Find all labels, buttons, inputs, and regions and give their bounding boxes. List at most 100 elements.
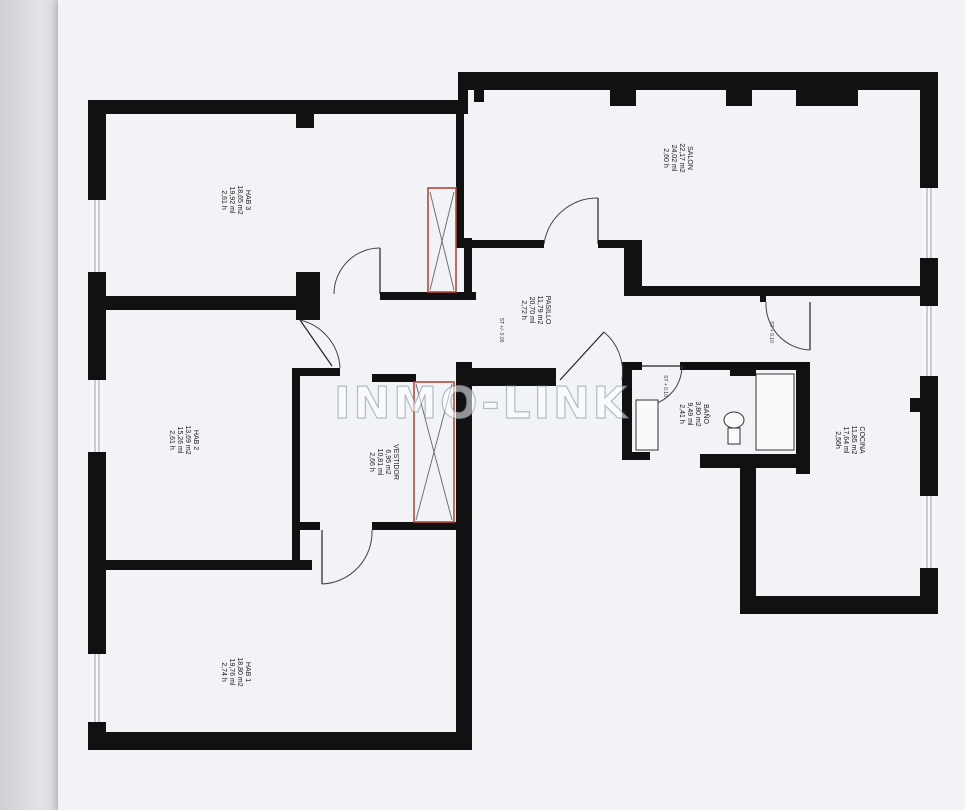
toilet-tank bbox=[727, 427, 741, 445]
room-label-pasillo: PASILLO 11,79 m2 20,70 ml 2,72 h bbox=[520, 296, 551, 325]
walls bbox=[88, 72, 938, 750]
room-label-hab3: HAB 3 18,65 m2 19,92 ml 2,61 h bbox=[220, 185, 251, 214]
wall-vestidor-bottom bbox=[372, 522, 458, 530]
svg-text:HAB 1: HAB 1 bbox=[244, 662, 251, 682]
wall-hab1-right bbox=[456, 362, 472, 750]
paper-sheet bbox=[58, 0, 965, 810]
wall-hab2-top bbox=[292, 368, 340, 376]
svg-text:9,49 ml: 9,49 ml bbox=[686, 403, 693, 426]
wall-left bbox=[88, 272, 106, 380]
wall-nib bbox=[760, 296, 766, 302]
window-hab2 bbox=[91, 380, 103, 452]
wall-pilaster bbox=[474, 90, 484, 102]
svg-text:20,70 ml: 20,70 ml bbox=[528, 297, 535, 324]
toilet bbox=[723, 411, 745, 429]
wall-bottom-hab1 bbox=[92, 732, 472, 750]
wall-column bbox=[296, 272, 320, 320]
svg-text:BAÑO: BAÑO bbox=[702, 404, 711, 424]
window-hab1 bbox=[91, 654, 103, 722]
svg-text:PASILLO: PASILLO bbox=[544, 296, 551, 325]
wall-hab3-right bbox=[456, 114, 464, 248]
window-cocina bbox=[923, 306, 935, 376]
svg-text:ST + 0.10: ST + 0.10 bbox=[768, 321, 774, 343]
svg-text:2,41 h: 2,41 h bbox=[678, 404, 685, 424]
svg-text:2,72 h: 2,72 h bbox=[520, 300, 527, 320]
level-mark-pasillo: ST +/- 0.00 bbox=[498, 318, 504, 343]
svg-text:VESTIDOR: VESTIDOR bbox=[392, 444, 399, 480]
wall-right bbox=[920, 72, 938, 188]
wall-bottom-cocina bbox=[740, 596, 938, 614]
svg-text:ST + 0.10: ST + 0.10 bbox=[662, 375, 668, 397]
room-label-vestidor: VESTIDOR 6,95 m2 10,81 ml 2,66 h bbox=[368, 444, 399, 480]
svg-text:11,85 m2: 11,85 m2 bbox=[850, 426, 857, 455]
window-salon bbox=[923, 188, 935, 258]
wall-top-hab3 bbox=[88, 100, 464, 114]
svg-text:HAB 3: HAB 3 bbox=[244, 190, 251, 210]
room-label-salon: SALON 22,17 m2 24,02 ml 2,60 h bbox=[662, 143, 693, 172]
doors bbox=[299, 197, 811, 585]
room-label-bano: BAÑO 3,80 m2 9,49 ml 2,41 h bbox=[678, 401, 711, 426]
wall-hab2-right bbox=[292, 368, 300, 564]
svg-text:2,61 h: 2,61 h bbox=[168, 430, 175, 450]
level-mark-bano: ST + 0.10 bbox=[662, 375, 668, 397]
wall-pilaster bbox=[796, 72, 858, 106]
door-hab2 bbox=[299, 319, 333, 367]
wall-right bbox=[920, 258, 938, 306]
wall-salon-cocina bbox=[624, 286, 938, 296]
wall-pilaster bbox=[726, 72, 752, 106]
page-fold-shadow bbox=[0, 0, 58, 810]
svg-text:10,81 ml: 10,81 ml bbox=[376, 449, 383, 476]
wall-right bbox=[920, 376, 938, 496]
svg-text:18,65 m2: 18,65 m2 bbox=[236, 185, 243, 214]
closet-vestidor bbox=[413, 381, 455, 523]
wall-salon-bottom bbox=[464, 240, 544, 248]
svg-text:6,95 m2: 6,95 m2 bbox=[384, 449, 391, 474]
closets bbox=[413, 187, 457, 523]
closet-hab3 bbox=[427, 187, 457, 293]
wall-bano-bottom bbox=[700, 454, 810, 468]
level-mark-cocina: ST + 0.10 bbox=[768, 321, 774, 343]
window-cocina bbox=[923, 496, 935, 568]
svg-text:18,80 m2: 18,80 m2 bbox=[236, 657, 243, 686]
wall-column bbox=[624, 240, 642, 292]
svg-text:HAB 2: HAB 2 bbox=[192, 430, 199, 450]
shower-tray bbox=[755, 373, 795, 451]
svg-text:2,74 h: 2,74 h bbox=[220, 662, 227, 682]
svg-text:2,61 h: 2,61 h bbox=[220, 190, 227, 210]
watermark-logo: INMO-LINK bbox=[334, 378, 630, 429]
wall-cocina-left bbox=[740, 468, 756, 614]
wall-bano-right bbox=[796, 362, 810, 474]
wall-hab3-hab2 bbox=[106, 296, 320, 310]
svg-text:13,69 m2: 13,69 m2 bbox=[184, 425, 191, 454]
svg-text:17,64 ml: 17,64 ml bbox=[842, 427, 849, 454]
wall-pasillo-bottom bbox=[456, 368, 556, 386]
svg-text:3,80 m2: 3,80 m2 bbox=[694, 401, 701, 426]
wall-step bbox=[458, 78, 468, 114]
wall-salon-bottom bbox=[598, 240, 642, 248]
svg-text:2,66 h: 2,66 h bbox=[368, 452, 375, 472]
wall-nib bbox=[910, 398, 924, 412]
wall-left bbox=[88, 100, 106, 200]
wall-left bbox=[88, 452, 106, 654]
wall-bano-nib bbox=[730, 362, 756, 376]
wall-bano-bottom bbox=[632, 452, 650, 460]
svg-text:24,02 ml: 24,02 ml bbox=[670, 145, 677, 172]
svg-text:15,26 ml: 15,26 ml bbox=[176, 427, 183, 454]
wall-top-salon bbox=[458, 72, 938, 90]
wall-vestidor-top bbox=[372, 374, 416, 382]
svg-text:19,76 ml: 19,76 ml bbox=[228, 659, 235, 686]
room-label-cocina: COCINA 11,85 m2 17,64 ml 2,56h bbox=[834, 426, 865, 455]
svg-text:2,60 h: 2,60 h bbox=[662, 148, 669, 168]
wall-pilaster bbox=[610, 72, 636, 106]
svg-text:COCINA: COCINA bbox=[858, 426, 865, 454]
bathroom-fixtures bbox=[635, 373, 795, 451]
wall-closet-side bbox=[464, 238, 472, 300]
svg-text:ST +/- 0.00: ST +/- 0.00 bbox=[498, 318, 504, 343]
svg-text:19,92 ml: 19,92 ml bbox=[228, 187, 235, 214]
svg-text:22,17 m2: 22,17 m2 bbox=[678, 143, 685, 172]
window-hab3 bbox=[91, 200, 103, 272]
svg-text:2,56h: 2,56h bbox=[834, 431, 841, 449]
wall-hab2-hab1 bbox=[106, 560, 312, 570]
wall-vestidor-bottom bbox=[300, 522, 320, 530]
